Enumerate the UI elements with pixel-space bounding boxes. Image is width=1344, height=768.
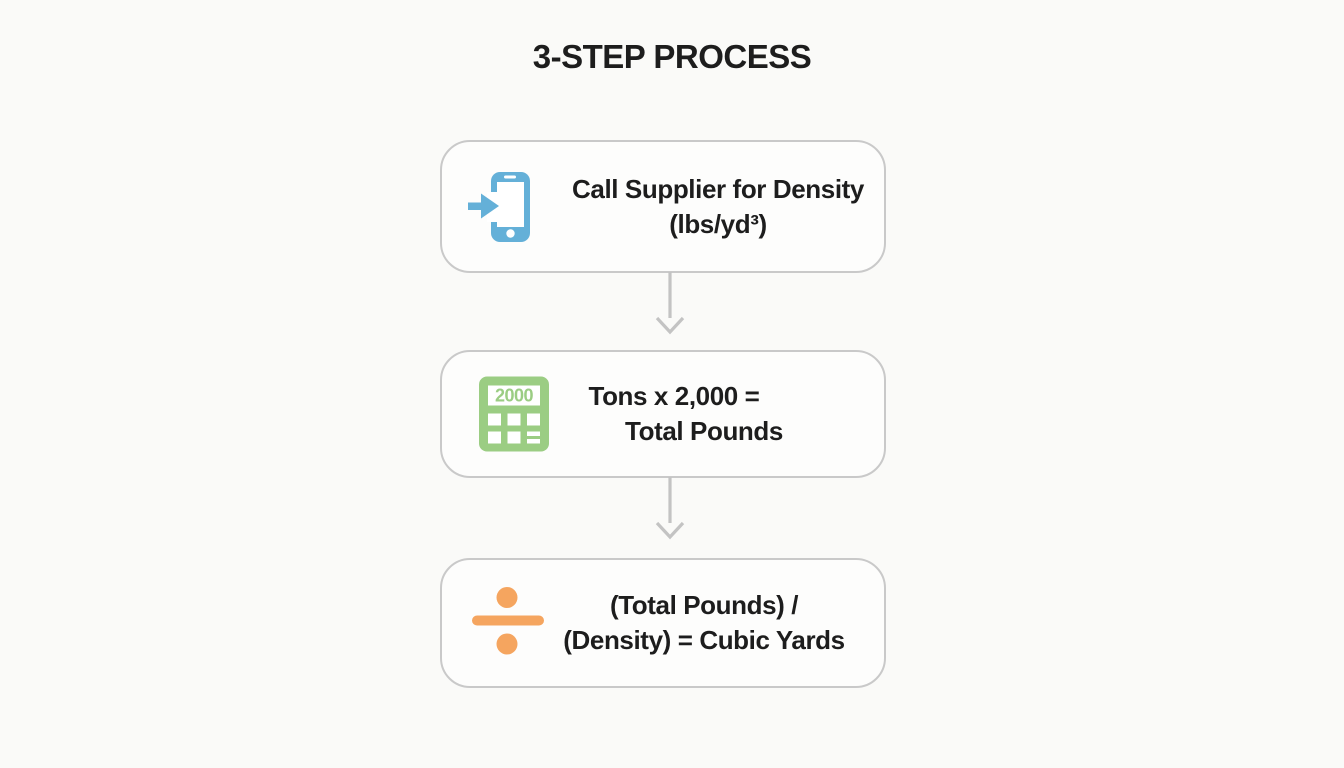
- step-3-box: (Total Pounds) / (Density) = Cubic Yards: [440, 558, 886, 688]
- step-2-box: 2000 Tons x 2,000 = Total Pounds: [440, 350, 886, 478]
- calculator-icon: 2000: [479, 376, 549, 452]
- step-2-label: Tons x 2,000 = Total Pounds: [558, 379, 850, 449]
- step-3-label: (Total Pounds) / (Density) = Cubic Yards: [558, 588, 850, 658]
- step-1-box: Call Supplier for Density (lbs/yd³): [440, 140, 886, 273]
- down-arrow-icon: [654, 477, 686, 541]
- divide-icon: [470, 587, 548, 659]
- phone-call-icon: [468, 171, 530, 242]
- step-3-line-1: (Total Pounds) /: [609, 590, 799, 620]
- step-1-line-2: (lbs/yd³): [669, 208, 767, 239]
- step-1-label: Call Supplier for Density (lbs/yd³): [558, 172, 878, 242]
- calculator-display: 2000: [495, 386, 534, 406]
- page-title: 3-STEP PROCESS: [532, 38, 812, 75]
- step-2-line-2: Total Pounds: [625, 416, 783, 446]
- step-1-line-1: Call Supplier for Density: [572, 173, 864, 204]
- step-2-line-1: Tons x 2,000 =: [588, 381, 760, 411]
- step-3-line-2: (Density) = Cubic Yards: [563, 625, 845, 655]
- down-arrow-icon: [654, 272, 686, 336]
